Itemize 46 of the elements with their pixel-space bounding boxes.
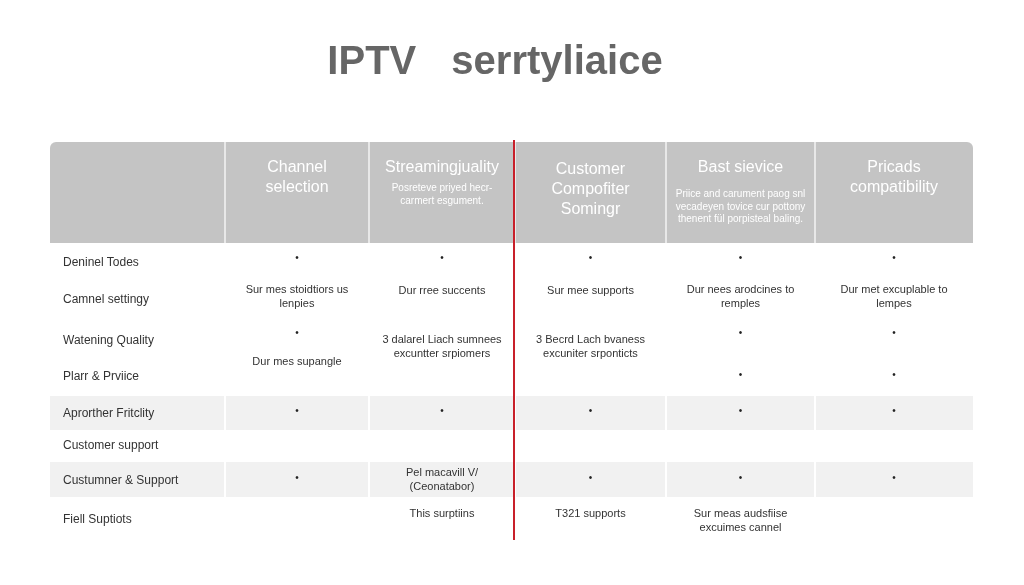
bullet-mark: • xyxy=(738,326,743,340)
column-header: Streamingjuality xyxy=(384,157,500,177)
table-cell-text: This surptiins xyxy=(408,507,476,521)
table-cell-text: Sur mes stoidtiors us lenpies xyxy=(244,283,350,311)
column-header: Channel selection xyxy=(264,157,330,197)
row-header: Customer support xyxy=(63,437,159,453)
bullet-mark: • xyxy=(295,404,299,418)
bullet-mark: • xyxy=(892,471,896,485)
bullet-mark: • xyxy=(892,251,896,265)
table-cell-text: T321 supports xyxy=(554,507,627,521)
bullet-mark: • xyxy=(892,326,896,340)
row-header: Camnel settingy xyxy=(63,291,150,307)
bullet-mark: • xyxy=(738,404,743,418)
table-cell-text: Sur mee supports xyxy=(546,284,635,298)
table-cell-text: Dur nees arodcines to remples xyxy=(685,283,796,311)
row-header: Fiell Suptiots xyxy=(63,511,132,527)
bullet-mark: • xyxy=(588,404,593,418)
bullet-mark: • xyxy=(892,404,896,418)
row-header: Custumner & Support xyxy=(63,472,179,488)
header-note: Posreteve priyed hecr-carmert esgument. xyxy=(390,181,494,207)
bullet-mark: • xyxy=(295,251,299,265)
bullet-mark: • xyxy=(892,368,896,382)
row-header: Deninel Todes xyxy=(63,254,139,270)
bullet-mark: • xyxy=(295,326,299,340)
table-cell-text: 3 dalarel Liach sumnees excuntter srpiomers xyxy=(381,333,503,361)
bullet-mark: • xyxy=(440,251,444,265)
column-header: Bast sievice xyxy=(696,157,785,177)
bullet-mark: • xyxy=(738,471,743,485)
table-cell-text: Dur mes supangle xyxy=(251,355,343,369)
row-header: Watening Quality xyxy=(63,332,154,348)
bullet-mark: • xyxy=(738,251,743,265)
bullet-mark: • xyxy=(738,368,743,382)
row-header: Aprorther Fritclity xyxy=(63,405,155,421)
table-cell-text: Pel macavill V/ (Ceonatabor) xyxy=(404,466,480,494)
bullet-mark: • xyxy=(588,471,593,485)
table-cell-text: Sur meas audsfiise excuimes cannel xyxy=(692,507,789,535)
column-header: Pricads compatibility xyxy=(849,157,939,197)
bullet-mark: • xyxy=(295,471,299,485)
bullet-mark: • xyxy=(588,251,593,265)
bullet-mark: • xyxy=(440,404,444,418)
table-cell-text: Dur rree succents xyxy=(397,284,487,298)
column-header: Customer Compofiter Somingr xyxy=(550,159,631,219)
table-cell-text: 3 Becrd Lach bvaness excuniter srponticts xyxy=(535,333,646,361)
page-title: IPTV serrtyliaice xyxy=(327,37,663,84)
table-cell-text: Dur met excuplable to lempes xyxy=(839,283,949,311)
row-header: Plarr & Prviice xyxy=(63,368,139,384)
